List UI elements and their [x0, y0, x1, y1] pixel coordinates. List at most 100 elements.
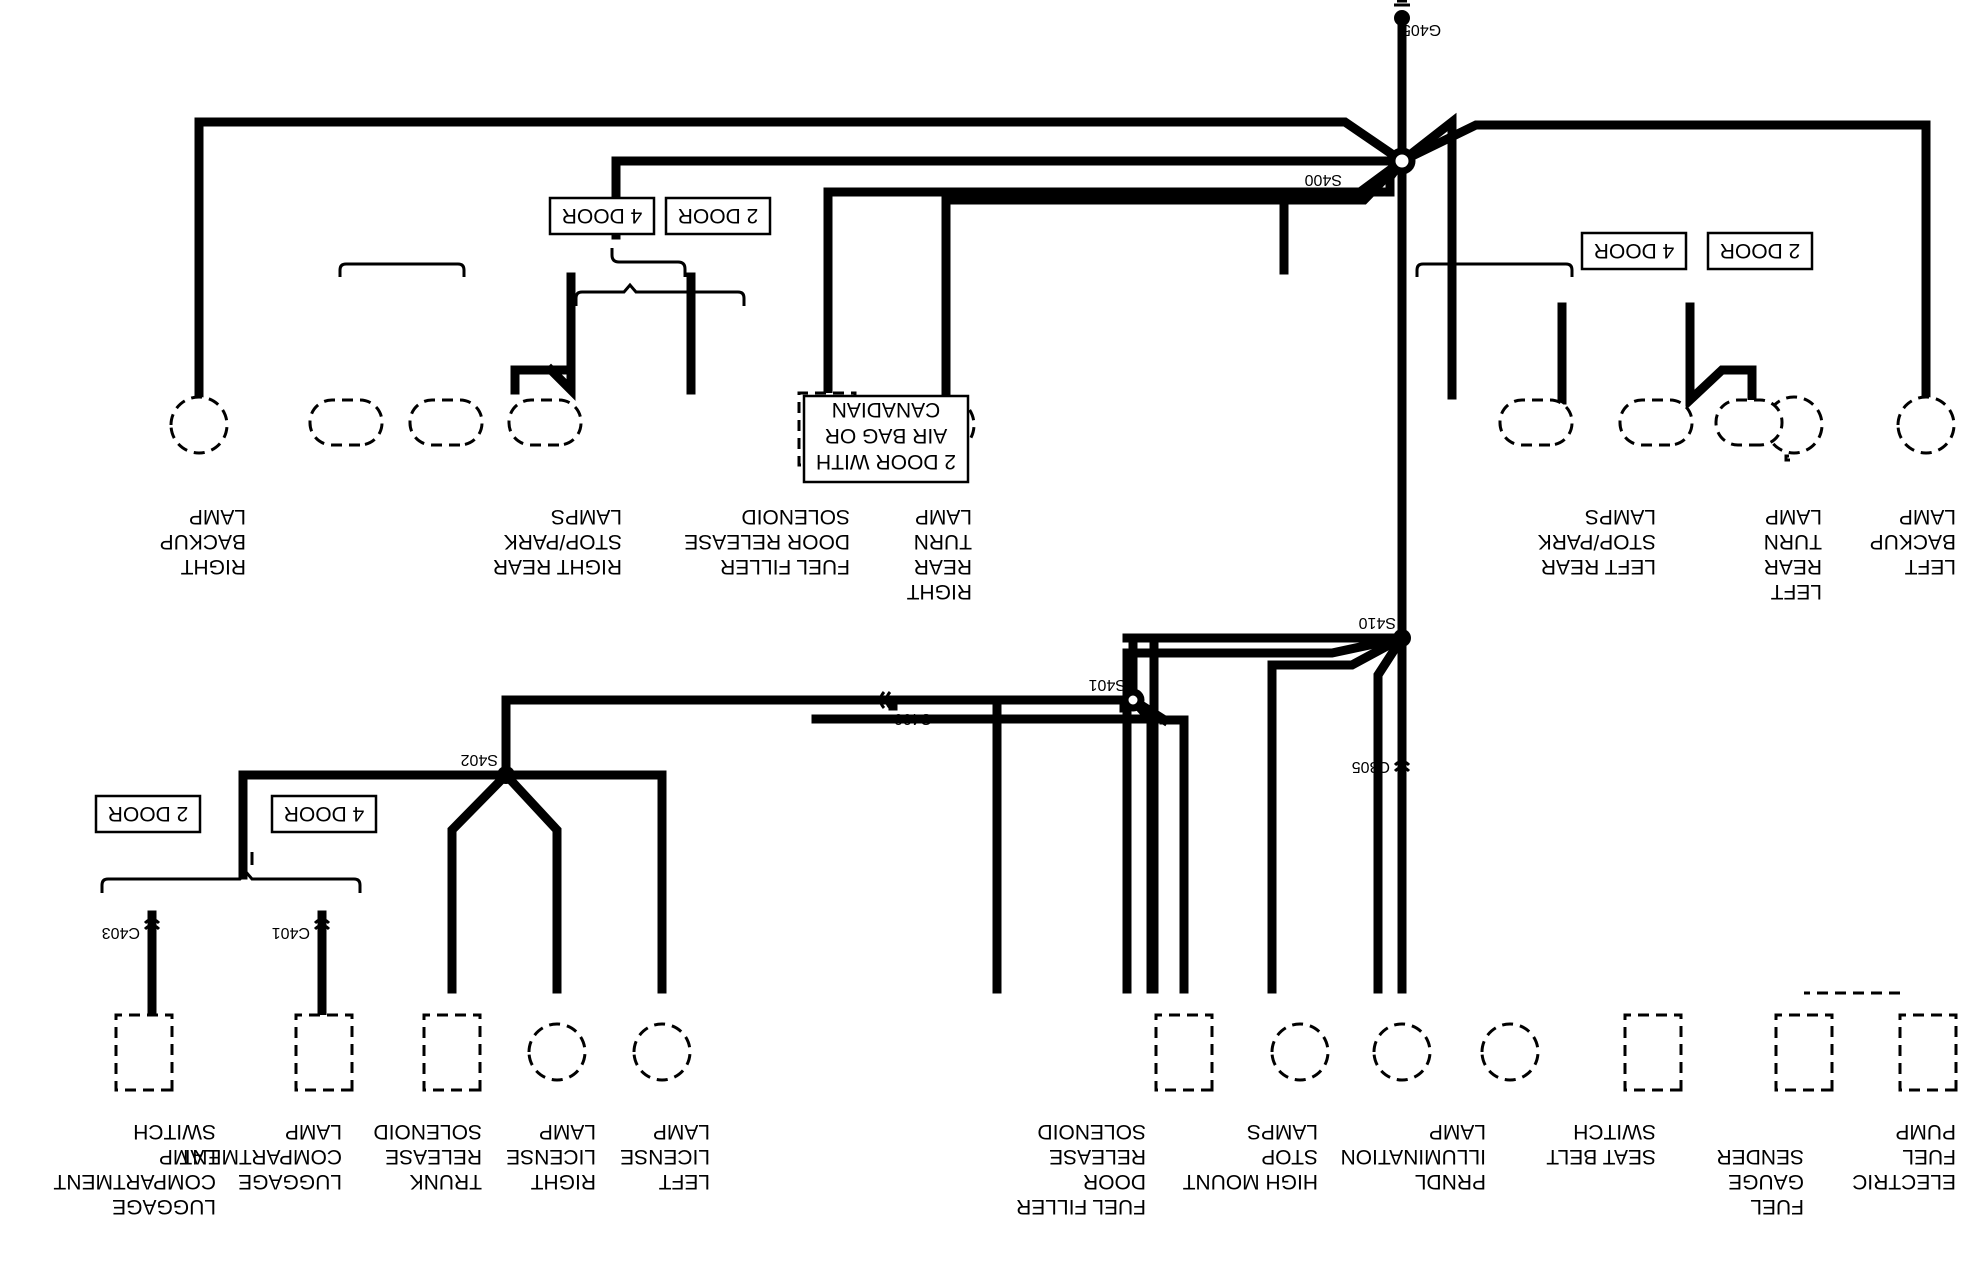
label-prndl-2: ILLUMINATION [1341, 1145, 1486, 1168]
prndl-lamp-icon [1480, 1022, 1540, 1082]
label-highmount-2: STOP [1261, 1145, 1318, 1168]
connector-c403 [143, 918, 161, 931]
label-right-stop-3: LAMPS [551, 505, 622, 528]
electric-fuel-pump-icon [1898, 1013, 1958, 1092]
right-stop-park-lamp-1-icon [507, 398, 583, 447]
label-luggage-lamp-1: LUGGAGE [238, 1170, 342, 1193]
label-right-license-3: LAMP [539, 1120, 596, 1143]
label-left-turn-4: LAMP [1765, 505, 1822, 528]
label-left-backup-1: LEFT [1904, 555, 1956, 578]
label-right-stop-2: STOP/PARK [504, 530, 622, 553]
label-sender-3: SENDER [1716, 1145, 1804, 1168]
label-right-backup-2: BACKUP [160, 530, 246, 553]
label-fuel-filler-bottom-4: SOLENOID [1037, 1120, 1146, 1143]
option-4-door-top-left: 4 DOOR [562, 204, 643, 227]
label-left-license-2: LICENSE [620, 1145, 710, 1168]
high-mount-stop-lamp-1-icon [1372, 1022, 1432, 1082]
label-luggage-switch-1: LUGGAGE [112, 1195, 216, 1218]
label-right-stop-1: RIGHT REAR [493, 555, 622, 578]
component-labels: LEFT BACKUP LAMP LEFT REAR TURN LAMP LEF… [53, 505, 1956, 1218]
splice-s400 [1388, 147, 1416, 175]
connector-c401 [313, 918, 331, 931]
label-left-stop-2: STOP/PARK [1538, 530, 1656, 553]
ground-symbol [1394, 0, 1410, 7]
right-backup-lamp-icon [169, 395, 229, 455]
splice-s410 [1393, 629, 1411, 647]
label-left-backup-2: BACKUP [1870, 530, 1956, 553]
splice-s401-label: S401 [1089, 676, 1126, 693]
luggage-lamp-icon [294, 1013, 354, 1092]
note-line-2: AIR BAG OR [825, 424, 948, 447]
label-trunk-1: TRUNK [410, 1170, 482, 1193]
label-right-license-1: RIGHT [531, 1170, 597, 1193]
label-left-license-1: LEFT [658, 1170, 710, 1193]
label-pump-1: ELECTRIC [1852, 1170, 1956, 1193]
label-left-turn-1: LEFT [1770, 580, 1822, 603]
luggage-lamp-switch-icon [114, 1013, 174, 1092]
splice-s410-label: S410 [1359, 614, 1396, 631]
trunk-solenoid-icon [422, 1013, 482, 1092]
label-luggage-lamp-2: COMPARTMENT [179, 1145, 342, 1168]
label-sender-1: FUEL [1750, 1195, 1804, 1218]
splice-s402-label: S402 [461, 751, 498, 768]
splice-s400-label: S400 [1305, 171, 1342, 188]
label-trunk-3: SOLENOID [373, 1120, 482, 1143]
label-luggage-switch-3: LAMP [159, 1145, 216, 1168]
label-fuel-filler-top-3: SOLENOID [741, 505, 850, 528]
label-left-turn-2: REAR [1764, 555, 1822, 578]
note-line-1: 2 DOOR WITH [816, 450, 956, 473]
high-mount-stop-lamp-2-icon [1270, 1022, 1330, 1082]
option-4-door-top-right: 4 DOOR [1594, 239, 1675, 262]
label-highmount-3: LAMPS [1247, 1120, 1318, 1143]
ground-g405 [1394, 10, 1410, 26]
label-right-turn-3: TURN [914, 530, 972, 553]
left-license-lamp-icon [632, 1022, 692, 1082]
connector-c305 [1393, 760, 1411, 773]
label-luggage-switch-4: SWITCH [133, 1120, 216, 1143]
label-highmount-1: HIGH MOUNT [1183, 1170, 1318, 1193]
label-left-backup-3: LAMP [1899, 505, 1956, 528]
left-stop-park-lamp-2-icon [1618, 398, 1694, 447]
option-2-door-top-left: 2 DOOR [678, 204, 759, 227]
label-right-backup-1: RIGHT [181, 555, 247, 578]
option-boxes: 2 DOOR 4 DOOR 2 DOOR 4 DOOR 4 DOOR 2 DOO… [94, 196, 1814, 834]
label-right-backup-3: LAMP [189, 505, 246, 528]
left-stop-park-lamp-3-icon [1498, 398, 1574, 447]
reference-labels: G405 S400 S410 S401 S402 C400 C305 C401 … [102, 21, 1441, 941]
label-fuel-filler-bottom-2: DOOR [1083, 1170, 1146, 1193]
label-right-turn-1: RIGHT [907, 580, 973, 603]
right-stop-park-lamp-2-icon [408, 398, 484, 447]
wire-network [147, 13, 1931, 1055]
fuel-filler-solenoid-bottom-icon [1154, 1013, 1214, 1092]
option-2-door-bottom: 2 DOOR [108, 802, 189, 825]
label-sender-2: GAUGE [1728, 1170, 1804, 1193]
label-prndl-1: PRNDL [1415, 1170, 1486, 1193]
splice-s402 [497, 766, 515, 784]
connector-c400 [879, 691, 892, 709]
label-pump-3: PUMP [1895, 1120, 1956, 1143]
option-2-door-top-right: 2 DOOR [1720, 239, 1801, 262]
option-4-door-bottom: 4 DOOR [284, 802, 365, 825]
label-fuel-filler-bottom-3: RELEASE [1049, 1145, 1146, 1168]
connector-c403-label: C403 [102, 924, 140, 941]
label-luggage-lamp-3: LAMP [285, 1120, 342, 1143]
fuel-gauge-sender-icon [1774, 1013, 1834, 1092]
seat-belt-switch-icon [1623, 1013, 1683, 1092]
label-left-stop-3: LAMPS [1585, 505, 1656, 528]
label-left-turn-3: TURN [1764, 530, 1822, 553]
left-stop-park-lamp-1-icon [1714, 398, 1784, 447]
label-seatbelt-2: SWITCH [1573, 1120, 1656, 1143]
ground-label: G405 [1402, 21, 1441, 38]
label-fuel-filler-top-2: DOOR RELEASE [684, 530, 850, 553]
connector-c400-label: C400 [894, 710, 932, 727]
right-license-lamp-icon [527, 1022, 587, 1082]
note-line-3: CANADIAN [832, 398, 941, 421]
label-pump-2: FUEL [1902, 1145, 1956, 1168]
connector-c305-label: C305 [1352, 758, 1390, 775]
label-fuel-filler-bottom-1: FUEL FILLER [1016, 1195, 1146, 1218]
label-luggage-switch-2: COMPARTMENT [53, 1170, 216, 1193]
label-right-turn-2: REAR [914, 555, 972, 578]
label-seatbelt-1: SEAT BELT [1546, 1145, 1656, 1168]
label-right-license-2: LICENSE [506, 1145, 596, 1168]
